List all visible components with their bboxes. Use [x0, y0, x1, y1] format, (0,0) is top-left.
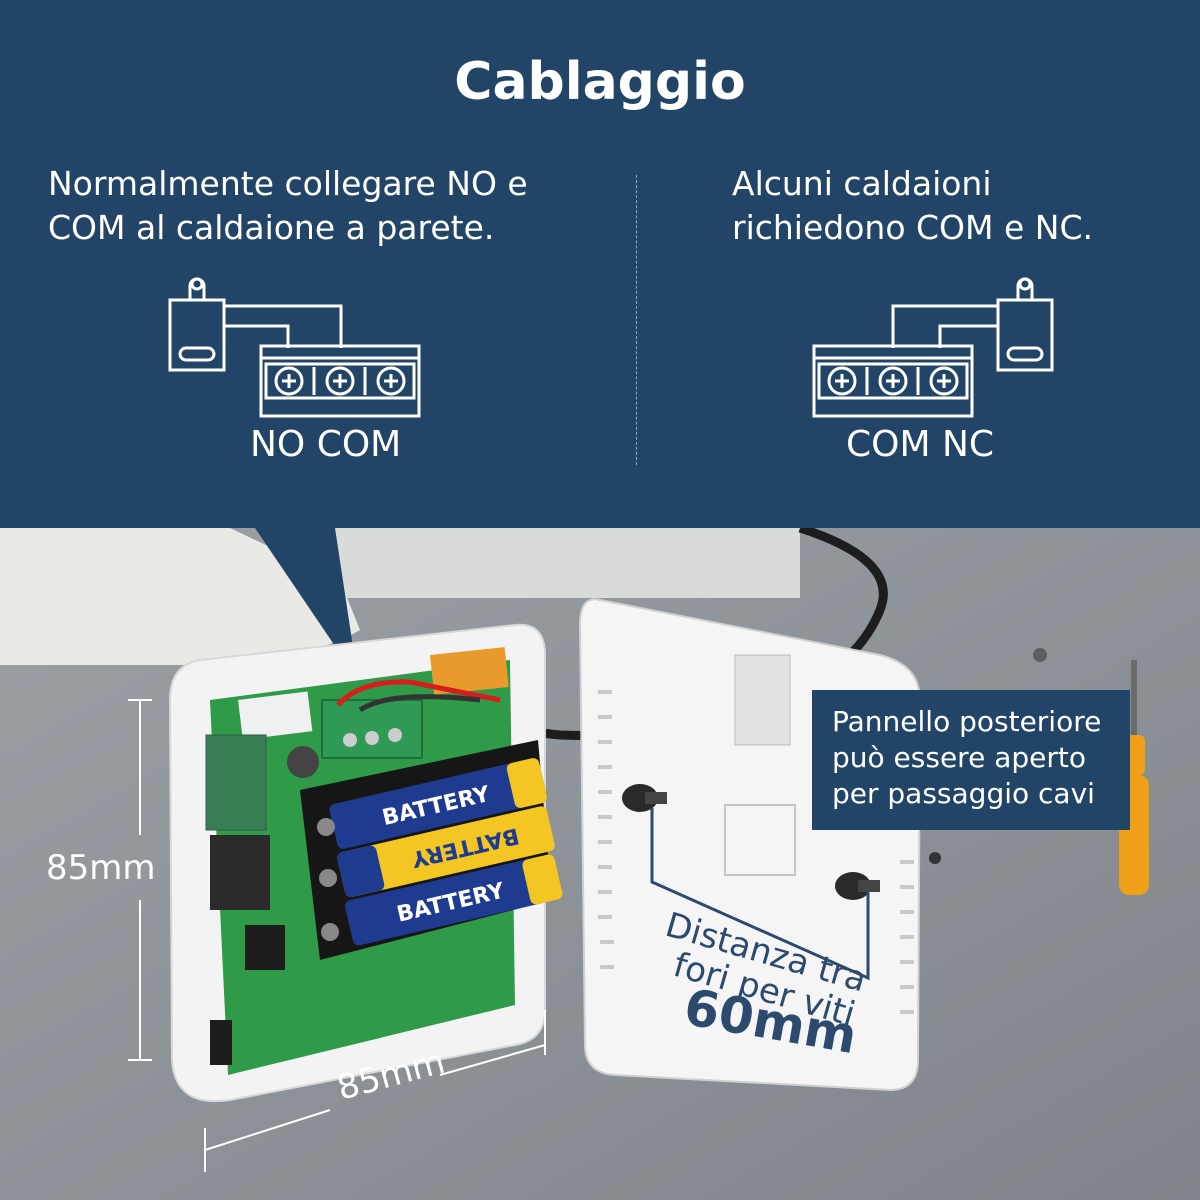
- screw-icon: [835, 872, 880, 900]
- divider: [636, 175, 637, 465]
- wiring-diagram-no-com: [168, 277, 421, 418]
- terminal-block-icon: [259, 344, 421, 418]
- right-description: Alcuni caldaioni richiedono COM e NC.: [732, 164, 1093, 247]
- left-description: Normalmente collegare NO e COM al caldai…: [48, 164, 528, 247]
- battery: BATTERY: [345, 854, 563, 946]
- boiler-icon: [168, 277, 226, 372]
- screw-icon: [622, 784, 667, 812]
- back-panel-callout: Pannello posteriore può essere aperto pe…: [812, 690, 1130, 830]
- page-title: Cablaggio: [454, 52, 746, 112]
- height-dimension-label: 85mm: [46, 848, 156, 888]
- dimension-lines: [128, 699, 546, 1172]
- thermostat-photo: BATTERY BATTERY BATTERY: [0, 528, 1200, 1200]
- header-panel: Cablaggio Normalmente collegare NO e COM…: [0, 0, 1200, 528]
- wiring-diagram-com-nc: [812, 277, 1054, 418]
- left-terminal-label: NO COM: [250, 424, 402, 465]
- boiler-icon: [996, 277, 1054, 372]
- terminal-block-icon: [812, 344, 974, 418]
- right-terminal-label: COM NC: [846, 424, 995, 465]
